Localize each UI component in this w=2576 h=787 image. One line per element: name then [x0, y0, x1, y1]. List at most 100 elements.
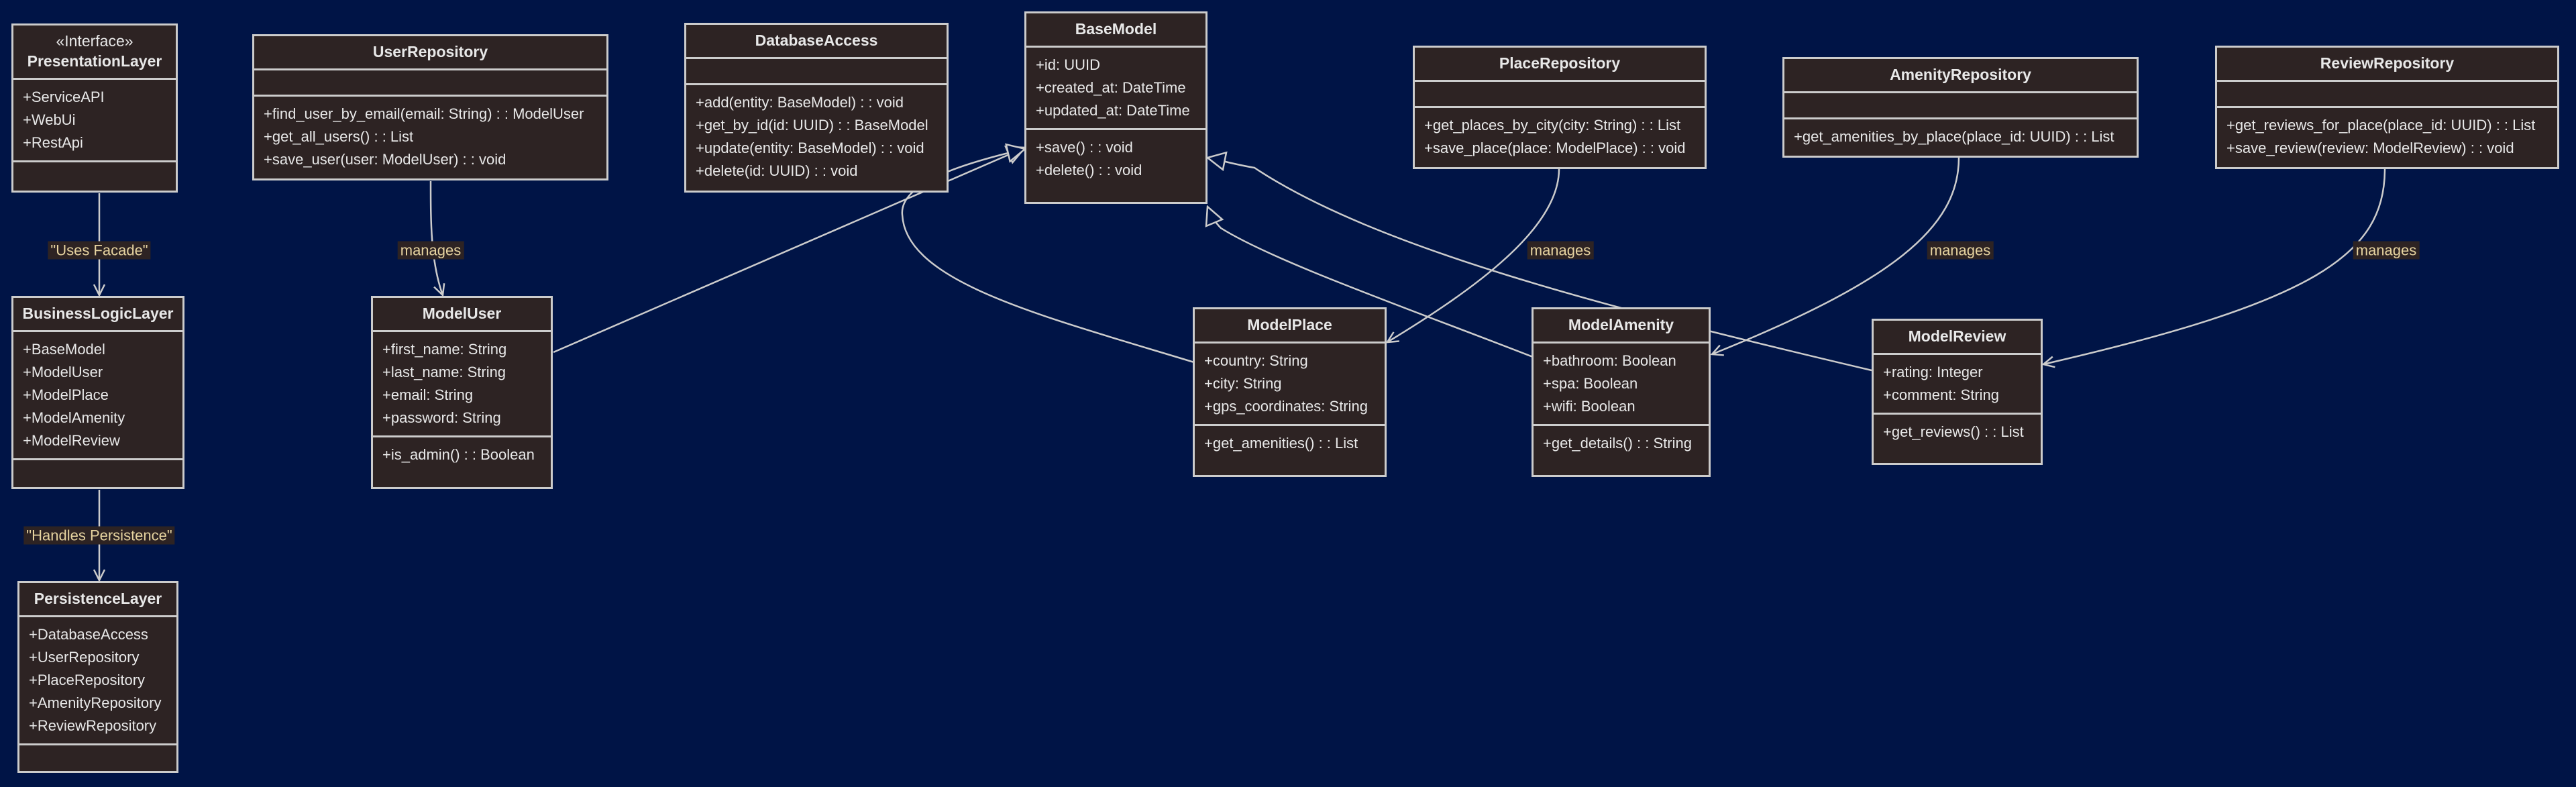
class-header: «Interface» PresentationLayer [13, 25, 176, 80]
class-name: UserRepository [372, 43, 488, 60]
class-stereotype: «Interface» [56, 32, 133, 50]
attribute: +password: String [382, 409, 501, 426]
attribute: +updated_at: DateTime [1036, 102, 1190, 119]
class-name: ModelUser [422, 305, 502, 322]
methods-section: +find_user_by_email(email: String) : : M… [254, 97, 606, 177]
attribute: +BaseModel [23, 341, 105, 358]
method: +find_user_by_email(email: String) : : M… [264, 105, 584, 122]
attribute: +city: String [1204, 375, 1282, 392]
attribute: +rating: Integer [1883, 364, 1983, 380]
attributes-section: +country: String +city: String +gps_coor… [1195, 344, 1385, 426]
class-database-access[interactable]: DatabaseAccess +add(entity: BaseModel) :… [684, 23, 949, 193]
methods-section: +is_admin() : : Boolean [373, 437, 551, 472]
attributes-section: +BaseModel +ModelUser +ModelPlace +Model… [13, 332, 182, 460]
class-header: PersistenceLayer [19, 583, 176, 617]
methods-section: +get_reviews() : : List [1874, 415, 2041, 450]
attribute: +AmenityRepository [29, 694, 162, 711]
attribute: +ModelUser [23, 364, 103, 380]
attributes-section [1415, 82, 1705, 108]
class-name: BaseModel [1075, 20, 1157, 38]
edge-label-manages-amenity: manages [1927, 241, 1994, 260]
class-model-place[interactable]: ModelPlace +country: String +city: Strin… [1193, 307, 1387, 477]
methods-section [13, 162, 176, 187]
method: +delete() : : void [1036, 162, 1142, 178]
attribute: +WebUi [23, 111, 76, 128]
edge-manages-amenity [1712, 157, 1960, 354]
methods-section [13, 460, 182, 484]
attribute: +first_name: String [382, 341, 507, 358]
attribute: +ServiceAPI [23, 89, 105, 105]
edge-manages-user [429, 180, 443, 295]
attribute: +gps_coordinates: String [1204, 398, 1368, 415]
method: +save_review(review: ModelReview) : : vo… [2226, 140, 2514, 156]
attribute: +created_at: DateTime [1036, 79, 1186, 96]
class-name: ModelPlace [1247, 316, 1332, 333]
edge-place-inherits-base [901, 149, 1195, 364]
methods-section: +get_amenities() : : List [1195, 426, 1385, 461]
class-name: PlaceRepository [1499, 54, 1621, 72]
method: +get_amenities_by_place(place_id: UUID) … [1794, 128, 2114, 145]
attribute: +ModelReview [23, 432, 120, 449]
attribute: +ReviewRepository [29, 717, 157, 734]
attributes-section: +DatabaseAccess +UserRepository +PlaceRe… [19, 617, 176, 745]
attribute: +last_name: String [382, 364, 506, 380]
methods-section: +save() : : void +delete() : : void [1026, 130, 1205, 188]
attribute: +country: String [1204, 352, 1308, 369]
attributes-section: +first_name: String +last_name: String +… [373, 332, 551, 437]
attribute: +spa: Boolean [1543, 375, 1638, 392]
attribute: +ModelAmenity [23, 409, 125, 426]
class-business-logic-layer[interactable]: BusinessLogicLayer +BaseModel +ModelUser… [11, 296, 184, 489]
attributes-section [254, 70, 606, 97]
method: +get_reviews() : : List [1883, 423, 2024, 440]
method: +get_places_by_city(city: String) : : Li… [1424, 117, 1681, 134]
attributes-section: +bathroom: Boolean +spa: Boolean +wifi: … [1534, 344, 1709, 426]
class-model-review[interactable]: ModelReview +rating: Integer +comment: S… [1872, 319, 2043, 465]
attribute: +UserRepository [29, 649, 140, 666]
method: +save_place(place: ModelPlace) : : void [1424, 140, 1686, 156]
attributes-section: +id: UUID +created_at: DateTime +updated… [1026, 48, 1205, 130]
method: +is_admin() : : Boolean [382, 446, 535, 463]
class-header: DatabaseAccess [686, 25, 947, 59]
method: +get_reviews_for_place(place_id: UUID) :… [2226, 117, 2536, 134]
method: +add(entity: BaseModel) : : void [696, 94, 904, 111]
attributes-section: +ServiceAPI +WebUi +RestApi [13, 80, 176, 162]
class-model-user[interactable]: ModelUser +first_name: String +last_name… [371, 296, 553, 489]
method: +get_by_id(id: UUID) : : BaseModel [696, 117, 928, 134]
attribute: +PlaceRepository [29, 672, 146, 688]
edge-label-manages-user: manages [397, 241, 464, 260]
class-header: PlaceRepository [1415, 48, 1705, 82]
edge-label-manages-place: manages [1527, 241, 1594, 260]
method: +delete(id: UUID) : : void [696, 162, 858, 179]
edge-review-inherits-base [1208, 158, 1872, 372]
edge-manages-review [2043, 168, 2386, 364]
class-user-repository[interactable]: UserRepository +find_user_by_email(email… [252, 34, 608, 180]
class-model-amenity[interactable]: ModelAmenity +bathroom: Boolean +spa: Bo… [1532, 307, 1711, 477]
class-persistence-layer[interactable]: PersistenceLayer +DatabaseAccess +UserRe… [17, 581, 178, 773]
attributes-section [1784, 93, 2137, 119]
methods-section: +get_reviews_for_place(place_id: UUID) :… [2217, 108, 2557, 166]
edge-label-handles-persistence: "Handles Persistence" [23, 526, 175, 545]
method: +get_amenities() : : List [1204, 435, 1358, 452]
class-presentation-layer[interactable]: «Interface» PresentationLayer +ServiceAP… [11, 23, 178, 193]
edge-amenity-inherits-base [1208, 207, 1534, 358]
attribute: +comment: String [1883, 386, 2000, 403]
attributes-section: +rating: Integer +comment: String [1874, 355, 2041, 415]
class-review-repository[interactable]: ReviewRepository +get_reviews_for_place(… [2215, 46, 2559, 169]
method: +save() : : void [1036, 139, 1133, 156]
method: +get_details() : : String [1543, 435, 1692, 452]
methods-section: +add(entity: BaseModel) : : void +get_by… [686, 85, 947, 189]
methods-section: +get_details() : : String [1534, 426, 1709, 461]
class-amenity-repository[interactable]: AmenityRepository +get_amenities_by_plac… [1782, 57, 2139, 158]
class-header: UserRepository [254, 36, 606, 70]
attribute: +DatabaseAccess [29, 626, 148, 643]
attribute: +id: UUID [1036, 56, 1100, 73]
class-place-repository[interactable]: PlaceRepository +get_places_by_city(city… [1413, 46, 1707, 169]
edge-label-manages-review: manages [2353, 241, 2420, 260]
class-header: ModelAmenity [1534, 309, 1709, 344]
class-base-model[interactable]: BaseModel +id: UUID +created_at: DateTim… [1024, 11, 1208, 204]
method: +get_all_users() : : List [264, 128, 414, 145]
class-name: ReviewRepository [2320, 54, 2455, 72]
class-name: DatabaseAccess [755, 32, 878, 49]
